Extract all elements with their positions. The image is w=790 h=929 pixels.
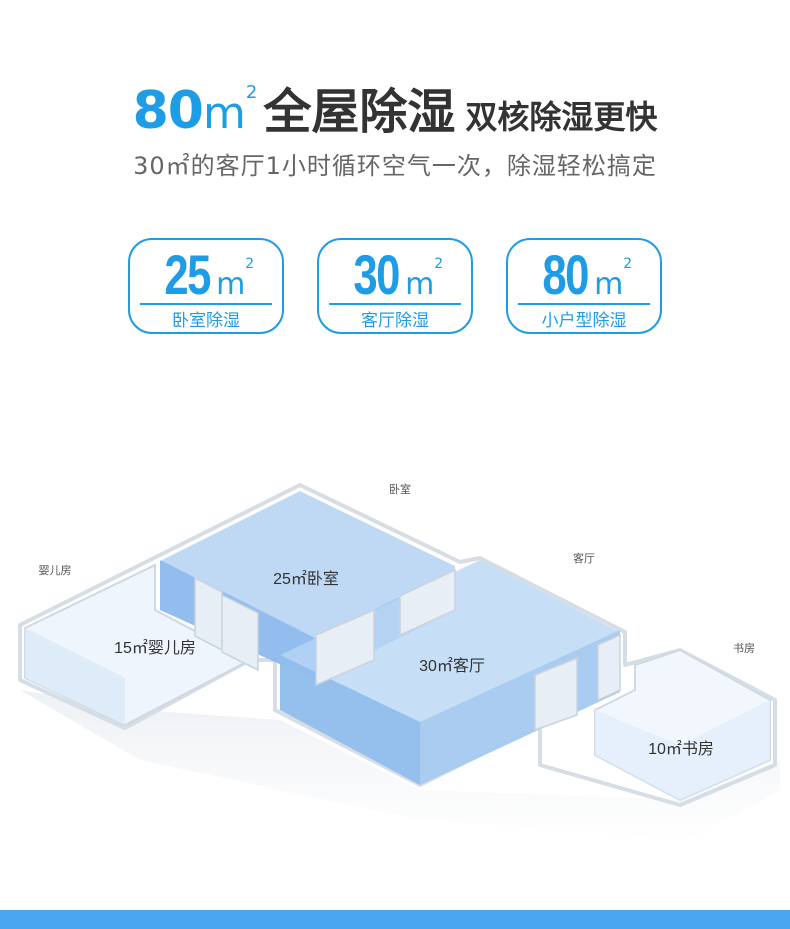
label-living: 客厅 (573, 551, 595, 565)
label-bedroom: 卧室 (389, 482, 411, 496)
area-nursery: 15㎡婴儿房 (114, 639, 196, 657)
room-study (594, 648, 771, 802)
floor-shadow (20, 690, 780, 840)
subheadline: 30㎡的客厅1小时循环空气一次，除湿轻松搞定 (133, 152, 657, 180)
headline-subtitle: 双核除湿更快 (465, 98, 658, 136)
bottom-bar (0, 910, 790, 929)
badge-divider (140, 303, 272, 305)
label-nursery: 婴儿房 (39, 564, 72, 577)
badge-label: 卧室除湿 (172, 311, 240, 331)
headline-number: 80 (132, 81, 204, 141)
headline-title: 全屋除湿 (263, 84, 456, 140)
area-study: 10㎡书房 (648, 740, 714, 758)
room-nursery (24, 563, 253, 727)
floorplan-illustration: 卧室 婴儿房 客厅 书房 25㎡卧室 15㎡婴儿房 30㎡客厅 10㎡书房 (18, 482, 780, 840)
badge-label: 小户型除湿 (541, 311, 627, 331)
badge-label: 客厅除湿 (361, 311, 429, 331)
badge-divider (518, 303, 650, 305)
label-study: 书房 (733, 642, 755, 655)
headline-unit: m (203, 88, 246, 139)
area-bedroom: 25㎡卧室 (273, 570, 339, 588)
headline-unit-sup: 2 (245, 82, 258, 103)
badge-divider (329, 303, 461, 305)
area-living: 30㎡客厅 (419, 657, 485, 675)
